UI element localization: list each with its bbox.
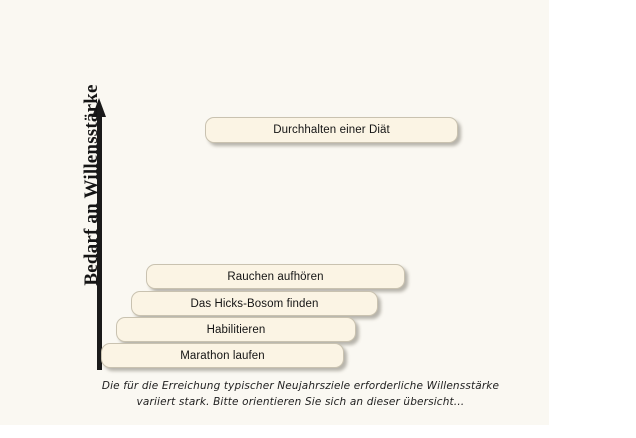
- y-axis-label: Bedarf an Willensstärke: [81, 84, 102, 286]
- slide-caption: Die für die Erreichung typischer Neujahr…: [62, 378, 539, 410]
- bar-marathon-laufen[interactable]: Marathon laufen: [101, 343, 344, 368]
- y-axis: [92, 98, 112, 370]
- bar-label: Durchhalten einer Diät: [273, 124, 390, 136]
- bar-rauchen-aufhoeren[interactable]: Rauchen aufhören: [146, 264, 405, 289]
- bar-durchhalten-einer-diaet[interactable]: Durchhalten einer Diät: [205, 117, 458, 143]
- bar-label: Rauchen aufhören: [227, 270, 324, 283]
- bar-das-hicks-bosom-finden[interactable]: Das Hicks-Bosom finden: [131, 291, 378, 316]
- caption-line-2: variiert stark. Bitte orientieren Sie si…: [136, 396, 465, 408]
- bar-label: Das Hicks-Bosom finden: [190, 297, 319, 310]
- bar-habilitieren[interactable]: Habilitieren: [116, 317, 356, 342]
- bar-label: Marathon laufen: [180, 349, 265, 362]
- axis-line: [97, 114, 102, 370]
- up-arrow-icon: [92, 98, 106, 117]
- bar-label: Habilitieren: [206, 323, 266, 336]
- caption-line-1: Die für die Erreichung typischer Neujahr…: [101, 380, 500, 392]
- slide-canvas: Bedarf an Willensstärke Durchhalten eine…: [0, 0, 549, 425]
